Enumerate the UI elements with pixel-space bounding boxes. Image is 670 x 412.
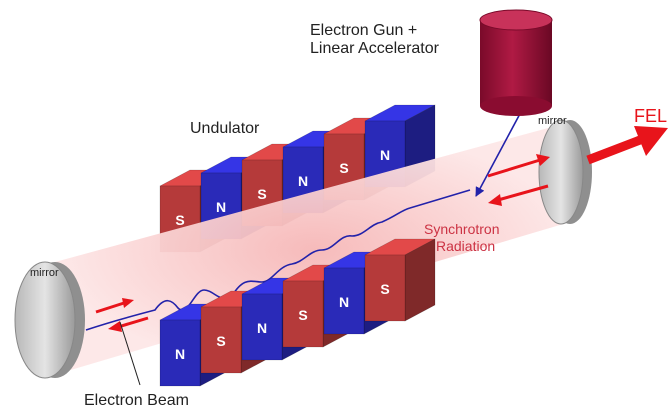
synchrotron-label-line1: Synchrotron <box>424 221 499 237</box>
fel-output-arrow <box>586 126 668 165</box>
magnet-pole-label: N <box>257 320 267 336</box>
gun-label-line1: Electron Gun + <box>310 22 417 39</box>
cavity-arrows-right <box>487 154 550 206</box>
gun-label-line2: Linear Accelerator <box>310 40 440 57</box>
left-mirror <box>14 261 85 379</box>
magnet-pole-label: N <box>380 147 390 163</box>
mirror-right-label: mirror <box>538 115 567 127</box>
beam-injection-line <box>475 109 523 197</box>
electron-beam-label: Electron Beam <box>84 392 189 409</box>
electron-gun <box>479 9 553 116</box>
cavity-arrows-left <box>95 298 149 332</box>
fel-label: FEL <box>634 106 667 126</box>
magnet-pole-label: N <box>216 199 226 215</box>
magnet-pole-label: S <box>216 333 225 349</box>
magnet-pole-label: S <box>257 186 266 202</box>
electron-beam-pointer <box>119 321 141 386</box>
magnet-pole-label: N <box>298 173 308 189</box>
magnet-pole-label: S <box>298 307 307 323</box>
undulator-label: Undulator <box>190 120 260 137</box>
right-mirror <box>538 119 592 225</box>
magnet-pole-label: S <box>175 212 184 228</box>
magnet-pole-label: S <box>380 281 389 297</box>
synchrotron-label-line2: Radiation <box>436 238 495 254</box>
front-magnet-6: S <box>364 238 436 322</box>
magnet-pole-label: S <box>339 160 348 176</box>
magnet-pole-label: N <box>175 346 185 362</box>
mirror-left-label: mirror <box>30 267 59 279</box>
magnet-pole-label: N <box>339 294 349 310</box>
undulator-front-row: N S N S N S <box>159 238 436 387</box>
electron-beam-path <box>85 189 471 331</box>
